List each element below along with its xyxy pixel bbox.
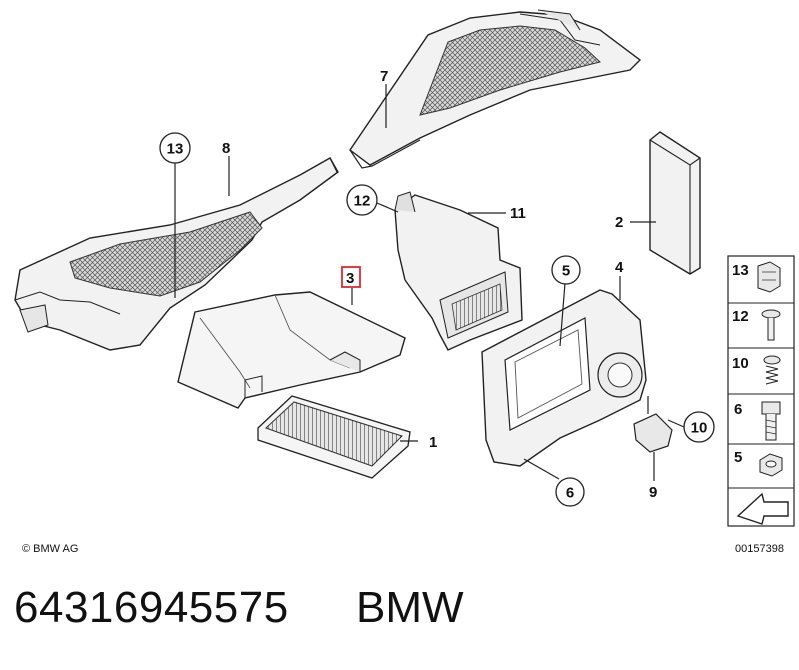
svg-text:11: 11 [510, 205, 526, 222]
callout-1: 1 [429, 434, 437, 451]
housing-cover-plate [481, 289, 647, 467]
svg-text:12: 12 [732, 308, 749, 325]
part-number: 64316945575 [14, 583, 289, 632]
svg-text:10: 10 [691, 420, 708, 437]
callout-13: 13 [159, 132, 191, 164]
callout-5: 5 [551, 255, 581, 285]
callout-4: 4 [615, 259, 624, 276]
direction-arrow-icon [736, 492, 789, 525]
fastener-13: 13 [732, 261, 781, 293]
svg-text:3: 3 [346, 270, 354, 287]
svg-text:12: 12 [354, 193, 371, 210]
callout-3-highlight: 3 [341, 266, 361, 288]
svg-text:6: 6 [734, 401, 742, 418]
copyright: © BMW AG [22, 543, 78, 555]
fastener-6: 6 [734, 401, 781, 441]
callout-9: 9 [649, 484, 657, 501]
svg-text:8: 8 [222, 140, 230, 157]
svg-text:1: 1 [429, 434, 437, 451]
svg-text:6: 6 [566, 485, 574, 502]
callout-10: 10 [683, 411, 715, 443]
svg-text:13: 13 [167, 141, 184, 158]
svg-text:5: 5 [562, 263, 570, 280]
callout-11: 11 [510, 205, 526, 222]
svg-text:9: 9 [649, 484, 657, 501]
fastener-12: 12 [732, 308, 781, 341]
air-duct [394, 191, 523, 351]
callout-2: 2 [615, 214, 623, 231]
drawing-id: 00157398 [735, 543, 784, 555]
callout-7: 7 [380, 68, 388, 85]
svg-text:2: 2 [615, 214, 623, 231]
cowl-panel-right [349, 9, 642, 169]
micro-filter [257, 395, 411, 479]
brand-name: BMW [356, 583, 464, 632]
fastener-5: 5 [734, 449, 783, 477]
svg-text:13: 13 [732, 262, 749, 279]
callout-12: 12 [346, 184, 378, 216]
filter-housing-cover [177, 291, 406, 409]
svg-text:5: 5 [734, 449, 742, 466]
callout-6: 6 [555, 477, 585, 507]
sensor [633, 396, 673, 453]
svg-text:10: 10 [732, 355, 749, 372]
svg-text:4: 4 [615, 259, 624, 276]
filter-slab [649, 131, 701, 275]
cowl-panel-left [14, 157, 339, 351]
fastener-10: 10 [732, 355, 781, 385]
callout-8: 8 [222, 140, 230, 157]
svg-text:7: 7 [380, 68, 388, 85]
fastener-panel: 13 12 10 6 5 [727, 255, 795, 527]
